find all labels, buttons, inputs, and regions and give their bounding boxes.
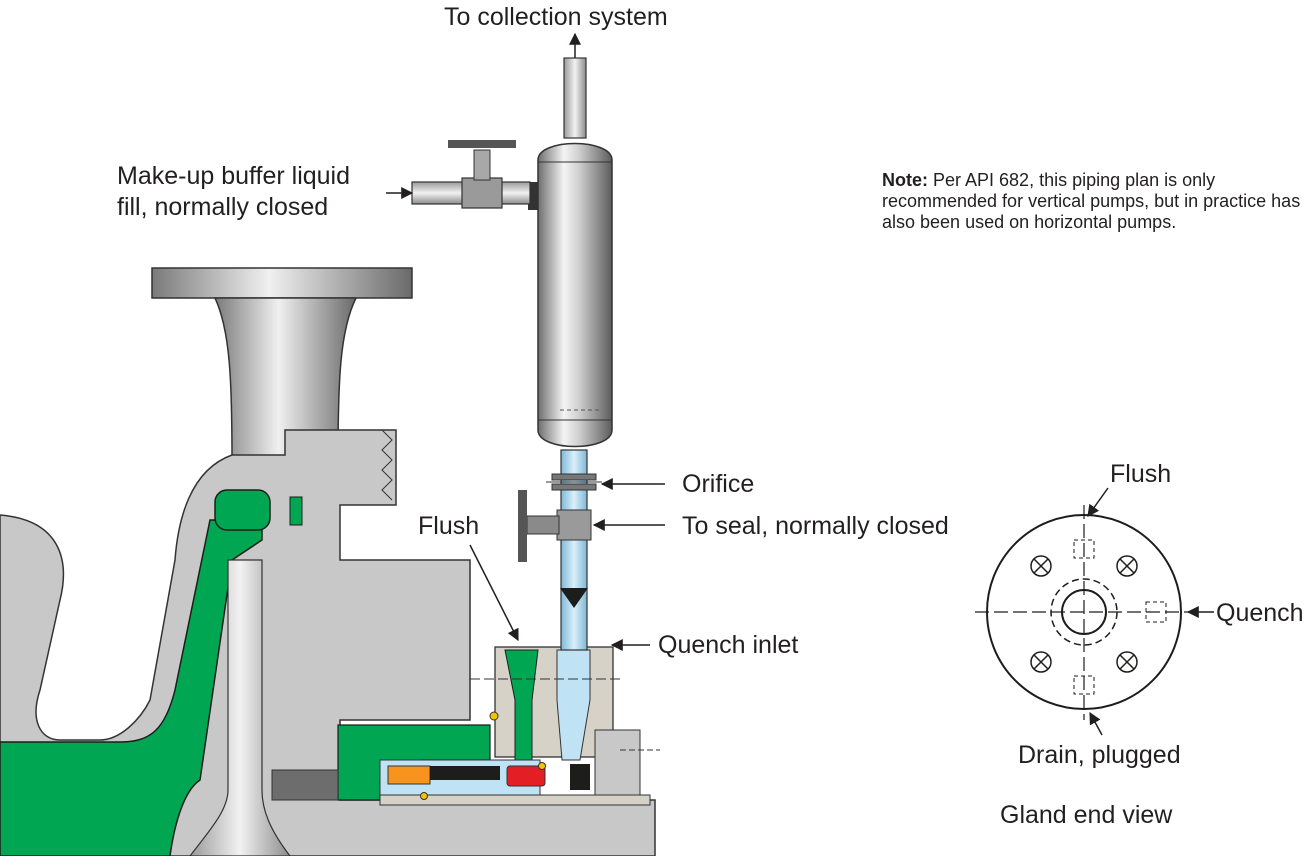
- label-quench-inlet: Quench inlet: [658, 631, 799, 659]
- label-collection-system: To collection system: [444, 3, 668, 31]
- pump-casing: [0, 267, 656, 856]
- label-makeup-line1: Make-up buffer liquid: [117, 162, 351, 190]
- note-text: Per API 682, this piping plan is only re…: [882, 170, 1301, 232]
- label-quench-end: Quench: [1216, 599, 1304, 627]
- buffer-reservoir: [411, 57, 613, 651]
- seal-gland: [379, 646, 660, 806]
- gland-end-view: [975, 505, 1190, 720]
- label-flush-main: Flush: [418, 512, 480, 540]
- leader-lines: [386, 32, 1214, 736]
- label-drain: Drain, plugged: [1018, 741, 1181, 769]
- note-block: Note: Per API 682, this piping plan is o…: [882, 170, 1302, 233]
- label-flush-end: Flush: [1110, 460, 1172, 488]
- note-prefix: Note:: [882, 170, 928, 190]
- label-gland-view: Gland end view: [1000, 801, 1173, 829]
- label-makeup-line2: fill, normally closed: [117, 193, 329, 221]
- label-to-seal: To seal, normally closed: [682, 512, 949, 540]
- label-orifice: Orifice: [682, 470, 755, 498]
